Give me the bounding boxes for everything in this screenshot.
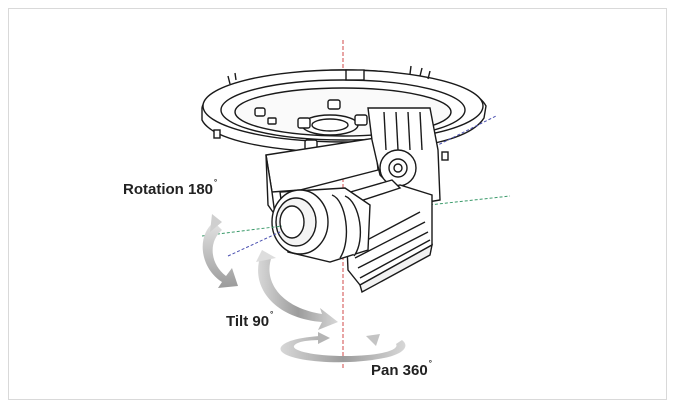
pan-arrow [280,332,406,363]
gimbal-bracket [265,107,441,216]
tilt-label-text: Tilt 90 [226,313,270,330]
rotation-degree-symbol: ˚ [214,179,218,191]
rotation-arrow [202,214,238,288]
rotation-axis-line-lower [227,231,281,257]
tilt-degree-symbol: ˚ [270,311,274,323]
pan-degree-symbol: ˚ [428,360,433,372]
dome-base [201,65,487,161]
tilt-axis-line-right [419,195,511,207]
pan-label: Pan 360˚ [371,360,433,379]
rotation-label-text: Rotation 180 [123,181,214,198]
tilt-arrow [256,250,338,330]
rotation-label: Rotation 180˚ [123,179,218,198]
tilt-label: Tilt 90˚ [226,311,274,330]
pan-label-text: Pan 360 [371,362,428,379]
tilt-axis-line-left [201,225,283,237]
camera-lens [271,187,371,263]
